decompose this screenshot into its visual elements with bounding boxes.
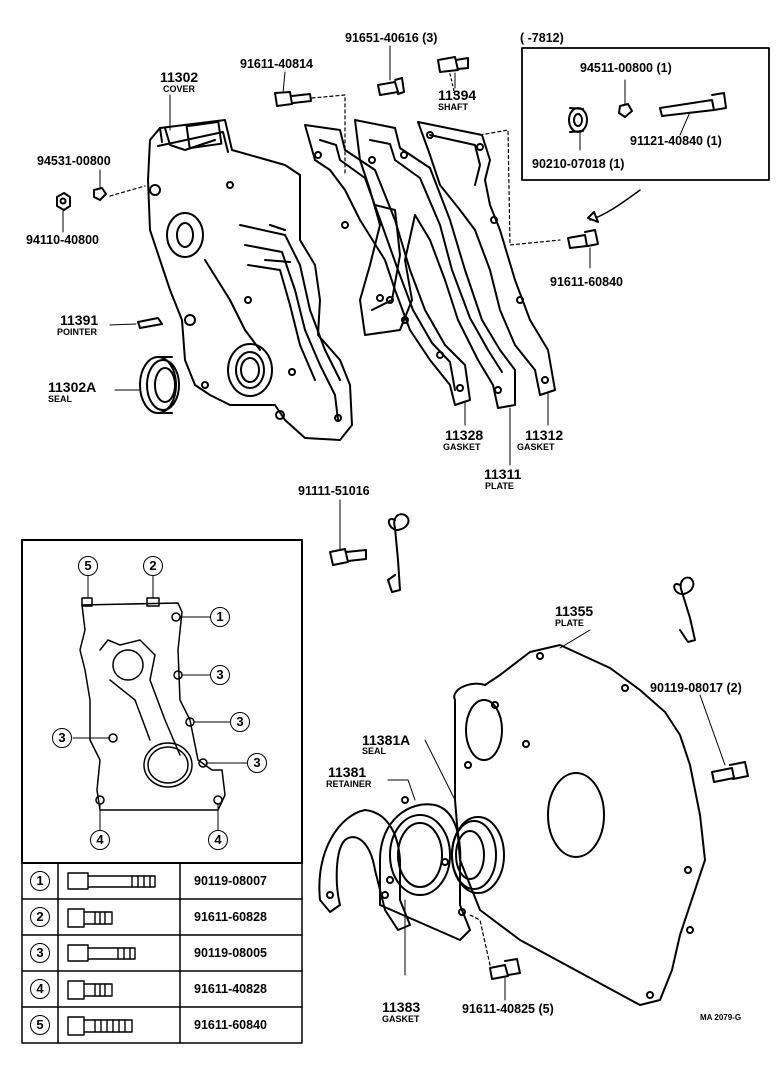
callout-3-left: 3: [52, 728, 72, 748]
callout-3-right-a: 3: [210, 665, 230, 685]
diagram-code: MA 2079-G: [700, 1013, 742, 1022]
label-11383-name: GASKET: [382, 1014, 420, 1024]
label-91611-40814: 91611-40814: [240, 57, 313, 71]
table-key-2: 2: [30, 907, 50, 927]
bracket-hook-drawing: [387, 513, 410, 593]
bolt-91111-51016-drawing: [329, 548, 367, 566]
label-11311: 11311: [484, 466, 522, 482]
bolt-table-icons: [67, 872, 156, 1036]
label-90119-08017: 90119-08017 (2): [650, 681, 742, 695]
table-part-3: 90119-08005: [194, 946, 267, 960]
callout-4-right: 4: [208, 830, 228, 850]
label-11391: 11391: [60, 312, 99, 328]
label-11381-name: RETAINER: [326, 779, 372, 789]
label-94531-00800: 94531-00800: [37, 154, 111, 168]
table-key-3: 3: [30, 943, 50, 963]
label-11381a-name: SEAL: [362, 746, 387, 756]
nut-94110-drawing: [56, 192, 71, 211]
label-91121-40840: 91121-40840 (1): [630, 134, 722, 148]
bolt-91611-60840-drawing: [567, 229, 599, 249]
label-serial-range: ( -7812): [520, 31, 564, 45]
washer-94531-drawing: [93, 187, 107, 201]
label-11302: 11302: [160, 69, 199, 85]
label-leaders: [62, 45, 726, 1001]
table-part-1: 90119-08007: [194, 874, 267, 888]
label-11383: 11383: [382, 999, 421, 1015]
callout-4-left: 4: [90, 830, 110, 850]
table-part-4: 91611-40828: [194, 982, 267, 996]
table-key-1: 1: [30, 871, 50, 891]
bracket-hook-right-drawing: [673, 576, 696, 643]
label-11302a: 11302A: [48, 379, 97, 395]
label-11355-name: PLATE: [555, 618, 584, 628]
table-key-4: 4: [30, 979, 50, 999]
shaft-11394-drawing: [437, 56, 469, 96]
table-part-2: 91611-60828: [194, 910, 267, 924]
plate-11311-drawing: [354, 119, 516, 409]
label-11302a-name: SEAL: [48, 394, 73, 404]
label-90210-07018: 90210-07018 (1): [532, 157, 625, 171]
label-11394: 11394: [438, 87, 477, 103]
timing-cover-drawing: [147, 119, 353, 441]
callout-3-right-b: 3: [230, 712, 250, 732]
seal-11381a-drawing: [451, 816, 505, 894]
bolt-location-frame: [21, 539, 303, 864]
callout-leaders: [72, 575, 249, 831]
label-91611-40825: 91611-40825 (5): [462, 1002, 554, 1016]
rear-plate-11355-drawing: [453, 644, 706, 1006]
label-91651-40616: 91651-40616 (3): [345, 31, 438, 45]
label-94511-00800: 94511-00800 (1): [580, 61, 672, 75]
table-part-5: 91611-60840: [194, 1018, 267, 1032]
bolt-table-grid: [21, 862, 303, 1044]
gasket-11383-drawing: [318, 809, 411, 931]
inset-parts-drawing: [568, 92, 727, 133]
label-11328: 11328: [445, 427, 484, 443]
label-91611-60840: 91611-60840: [550, 275, 623, 289]
callout-3-right-c: 3: [247, 753, 267, 773]
callout-5-top: 5: [78, 556, 98, 576]
label-91111-51016: 91111-51016: [298, 484, 370, 498]
bolt-91651-40616-drawing: [377, 77, 405, 96]
label-11394-name: SHAFT: [438, 102, 468, 112]
label-11312: 11312: [525, 427, 564, 443]
bolt-91611-40825-drawing: [489, 958, 521, 980]
table-key-5: 5: [30, 1015, 50, 1035]
label-94110-40800: 94110-40800: [26, 233, 99, 247]
pointer-11391-drawing: [137, 317, 163, 329]
label-11328-name: GASKET: [443, 442, 481, 452]
label-11302-name: COVER: [163, 84, 196, 94]
label-11312-name: GASKET: [517, 442, 555, 452]
label-11311-name: PLATE: [485, 481, 514, 491]
callout-2-top: 2: [143, 556, 163, 576]
label-11381: 11381: [328, 764, 367, 780]
callout-1-right: 1: [210, 607, 230, 627]
label-11381a: 11381A: [362, 732, 411, 748]
seal-11302a-drawing: [139, 356, 180, 414]
bolt-location-cover-outline: [79, 597, 226, 811]
label-11355: 11355: [555, 603, 594, 619]
gasket-11328-drawing: [304, 124, 471, 406]
bolt-90119-08017-drawing: [711, 761, 749, 783]
label-11391-name: POINTER: [57, 327, 98, 337]
bolt-91611-40814-drawing: [274, 91, 312, 107]
inset-frame-early-model: [521, 47, 770, 181]
